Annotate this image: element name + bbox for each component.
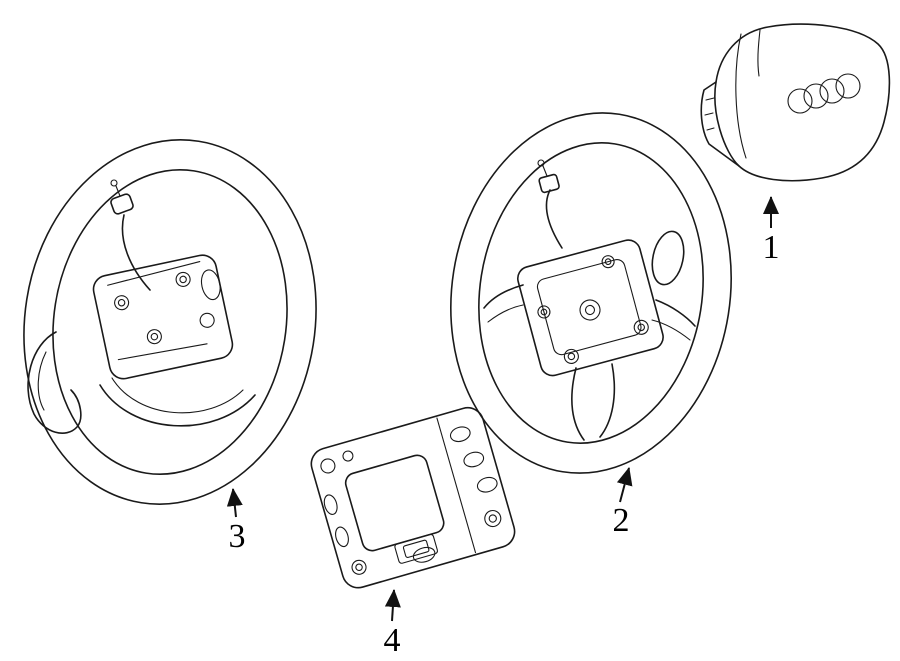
column-stub-outline bbox=[27, 331, 82, 434]
right-wheel-wire bbox=[545, 189, 563, 249]
airbag-pad-drawing bbox=[700, 23, 891, 182]
control-module-cutout bbox=[344, 454, 445, 552]
right-wheel-oval-cutout bbox=[651, 230, 685, 286]
rings-emblem-icon bbox=[787, 73, 861, 114]
callout-4[interactable]: 4 bbox=[384, 589, 401, 659]
callout-3-arrow bbox=[226, 488, 243, 518]
control-module-drawing bbox=[310, 406, 516, 589]
left-wheel-hub bbox=[92, 254, 234, 380]
callout-1[interactable]: 1 bbox=[763, 196, 780, 266]
callout-4-arrow bbox=[384, 589, 401, 622]
control-module-connector bbox=[394, 533, 438, 564]
callout-3[interactable]: 3 bbox=[226, 488, 246, 555]
callout-2-arrow bbox=[616, 467, 633, 503]
right-wheel-spoke bbox=[483, 284, 524, 309]
airbag-bracket bbox=[700, 81, 740, 167]
column-stub-detail bbox=[37, 351, 47, 411]
callout-2-label[interactable]: 2 bbox=[613, 502, 630, 539]
callout-3-label[interactable]: 3 bbox=[229, 518, 246, 555]
left-wheel-connector bbox=[110, 193, 134, 215]
left-wheel-spoke bbox=[99, 384, 256, 427]
steering-wheel-right-drawing bbox=[450, 112, 732, 474]
left-wheel-wire bbox=[121, 214, 151, 291]
steering-wheel-left-drawing bbox=[23, 139, 317, 505]
callout-2[interactable]: 2 bbox=[613, 467, 633, 539]
callout-1-label[interactable]: 1 bbox=[763, 229, 780, 266]
airbag-pad-outline bbox=[714, 23, 891, 182]
callout-4-label[interactable]: 4 bbox=[384, 622, 401, 659]
control-module-outline bbox=[310, 406, 516, 589]
right-wheel-hub bbox=[516, 239, 664, 377]
